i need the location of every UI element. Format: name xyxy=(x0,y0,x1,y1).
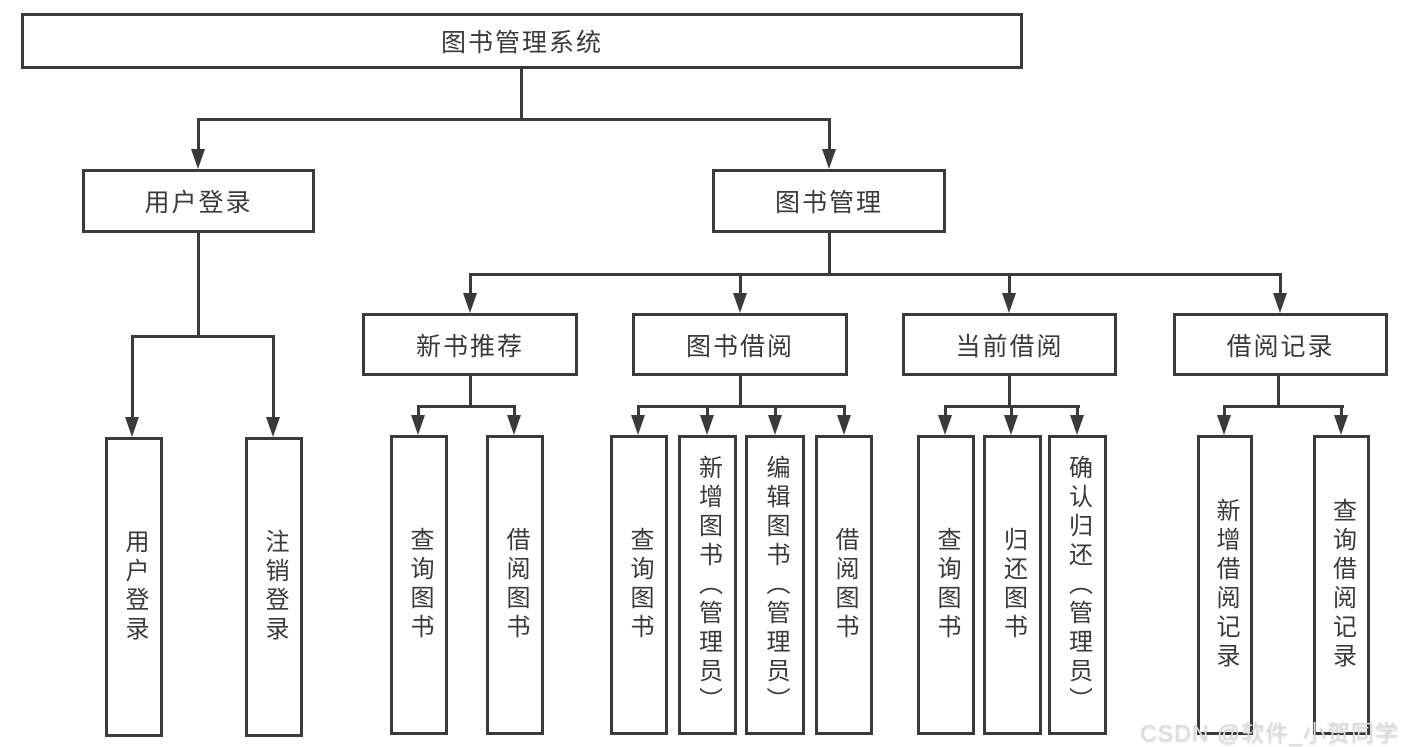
leaf-logout: 注销登录 xyxy=(245,437,303,737)
arrow-down-icon xyxy=(463,293,477,313)
node-label: 新增借阅记录 xyxy=(1212,498,1239,672)
connector-arrow-shaft xyxy=(828,118,831,152)
node-label: 编辑图书（管理员） xyxy=(762,454,789,716)
node-label: 查询借阅记录 xyxy=(1328,498,1356,672)
node-label: 确认归还（管理员） xyxy=(1064,454,1092,716)
arrow-down-icon xyxy=(700,415,714,435)
node-label: 查询图书 xyxy=(933,527,960,643)
connector-l3-branch xyxy=(469,273,1281,276)
node-label: 当前借阅 xyxy=(955,332,1064,361)
node-current-borrow: 当前借阅 xyxy=(902,313,1117,376)
connector-root-stem xyxy=(520,69,523,119)
connector-arrow-shaft xyxy=(1279,273,1282,295)
arrow-down-icon xyxy=(1070,415,1084,435)
arrow-down-icon xyxy=(125,417,139,437)
connector-book-mgmt-stem xyxy=(828,233,831,275)
connector-arrow-shaft xyxy=(1010,405,1013,417)
leaf-query-books-newbook: 查询图书 xyxy=(390,435,448,735)
connector-arrow-shaft xyxy=(774,405,777,417)
connector-new-book-branch xyxy=(417,405,516,408)
node-label: 借阅图书 xyxy=(502,527,529,643)
connector-borrow-records-stem xyxy=(1277,376,1280,407)
arrow-down-icon xyxy=(938,415,952,435)
arrow-down-icon xyxy=(266,417,280,437)
connector-arrow-shaft xyxy=(417,405,420,417)
arrow-down-icon xyxy=(507,415,521,435)
node-label: 借阅记录 xyxy=(1226,332,1335,361)
node-label: 图书借阅 xyxy=(685,332,794,361)
leaf-return-books: 归还图书 xyxy=(983,435,1042,735)
node-root-library-system: 图书管理系统 xyxy=(21,13,1023,69)
node-book-borrow: 图书借阅 xyxy=(632,313,848,376)
arrow-down-icon xyxy=(822,149,836,169)
node-label: 用户登录 xyxy=(144,189,253,217)
node-label: 图书管理 xyxy=(774,189,883,217)
connector-arrow-shaft xyxy=(843,405,846,417)
arrow-down-icon xyxy=(1004,415,1018,435)
connector-arrow-shaft xyxy=(272,335,275,419)
arrow-down-icon xyxy=(1217,415,1231,435)
connector-arrow-shaft xyxy=(131,335,134,419)
leaf-edit-books-admin: 编辑图书（管理员） xyxy=(745,435,805,735)
connector-user-login-stem xyxy=(197,233,200,337)
arrow-down-icon xyxy=(411,415,425,435)
node-borrow-records: 借阅记录 xyxy=(1173,313,1388,376)
arrow-down-icon xyxy=(1334,415,1348,435)
arrow-down-icon xyxy=(631,415,645,435)
leaf-confirm-return-admin: 确认归还（管理员） xyxy=(1048,435,1107,735)
leaf-query-books-current: 查询图书 xyxy=(917,435,975,735)
node-label: 用户登录 xyxy=(121,529,148,645)
node-new-book-recommend: 新书推荐 xyxy=(362,313,578,376)
connector-book-borrow-stem xyxy=(739,376,742,407)
arrow-down-icon xyxy=(733,293,747,313)
leaf-add-borrow-record: 新增借阅记录 xyxy=(1197,435,1253,735)
node-book-management: 图书管理 xyxy=(712,169,946,233)
arrow-down-icon xyxy=(1273,293,1287,313)
node-label: 新书推荐 xyxy=(415,332,524,361)
leaf-add-books-admin: 新增图书（管理员） xyxy=(678,435,737,735)
node-label: 借阅图书 xyxy=(831,527,858,643)
connector-arrow-shaft xyxy=(1076,405,1079,417)
connector-arrow-shaft xyxy=(637,405,640,417)
leaf-borrow-books: 借阅图书 xyxy=(815,435,873,735)
connector-arrow-shaft xyxy=(706,405,709,417)
connector-arrow-shaft xyxy=(1340,405,1343,417)
arrow-down-icon xyxy=(837,415,851,435)
connector-new-book-stem xyxy=(469,376,472,407)
csdn-watermark: CSDN @软件_小贺同学 xyxy=(1140,720,1399,746)
arrow-down-icon xyxy=(768,415,782,435)
arrow-down-icon xyxy=(1002,293,1016,313)
connector-current-borrow-stem xyxy=(1008,376,1011,407)
connector-arrow-shaft xyxy=(197,118,200,152)
node-label: 注销登录 xyxy=(261,529,288,645)
leaf-user-login: 用户登录 xyxy=(105,437,163,737)
node-label: 查询图书 xyxy=(406,527,433,643)
connector-arrow-shaft xyxy=(739,273,742,295)
connector-borrow-records-branch xyxy=(1223,405,1344,408)
connector-arrow-shaft xyxy=(944,405,947,417)
node-user-login: 用户登录 xyxy=(82,169,315,233)
leaf-query-books-borrow: 查询图书 xyxy=(610,435,668,735)
node-label: 新增图书（管理员） xyxy=(694,454,722,716)
connector-arrow-shaft xyxy=(1223,405,1226,417)
leaf-borrow-books-newbook: 借阅图书 xyxy=(486,435,544,735)
connector-user-login-branch xyxy=(131,335,275,338)
connector-book-borrow-branch xyxy=(637,405,846,408)
leaf-query-borrow-record: 查询借阅记录 xyxy=(1313,435,1370,735)
arrow-down-icon xyxy=(191,149,205,169)
node-label: 归还图书 xyxy=(999,527,1027,643)
node-label: 图书管理系统 xyxy=(440,29,603,57)
node-label: 查询图书 xyxy=(626,527,653,643)
connector-l1-branch xyxy=(197,118,831,121)
connector-arrow-shaft xyxy=(1008,273,1011,295)
connector-arrow-shaft xyxy=(469,273,472,295)
connector-arrow-shaft xyxy=(513,405,516,417)
